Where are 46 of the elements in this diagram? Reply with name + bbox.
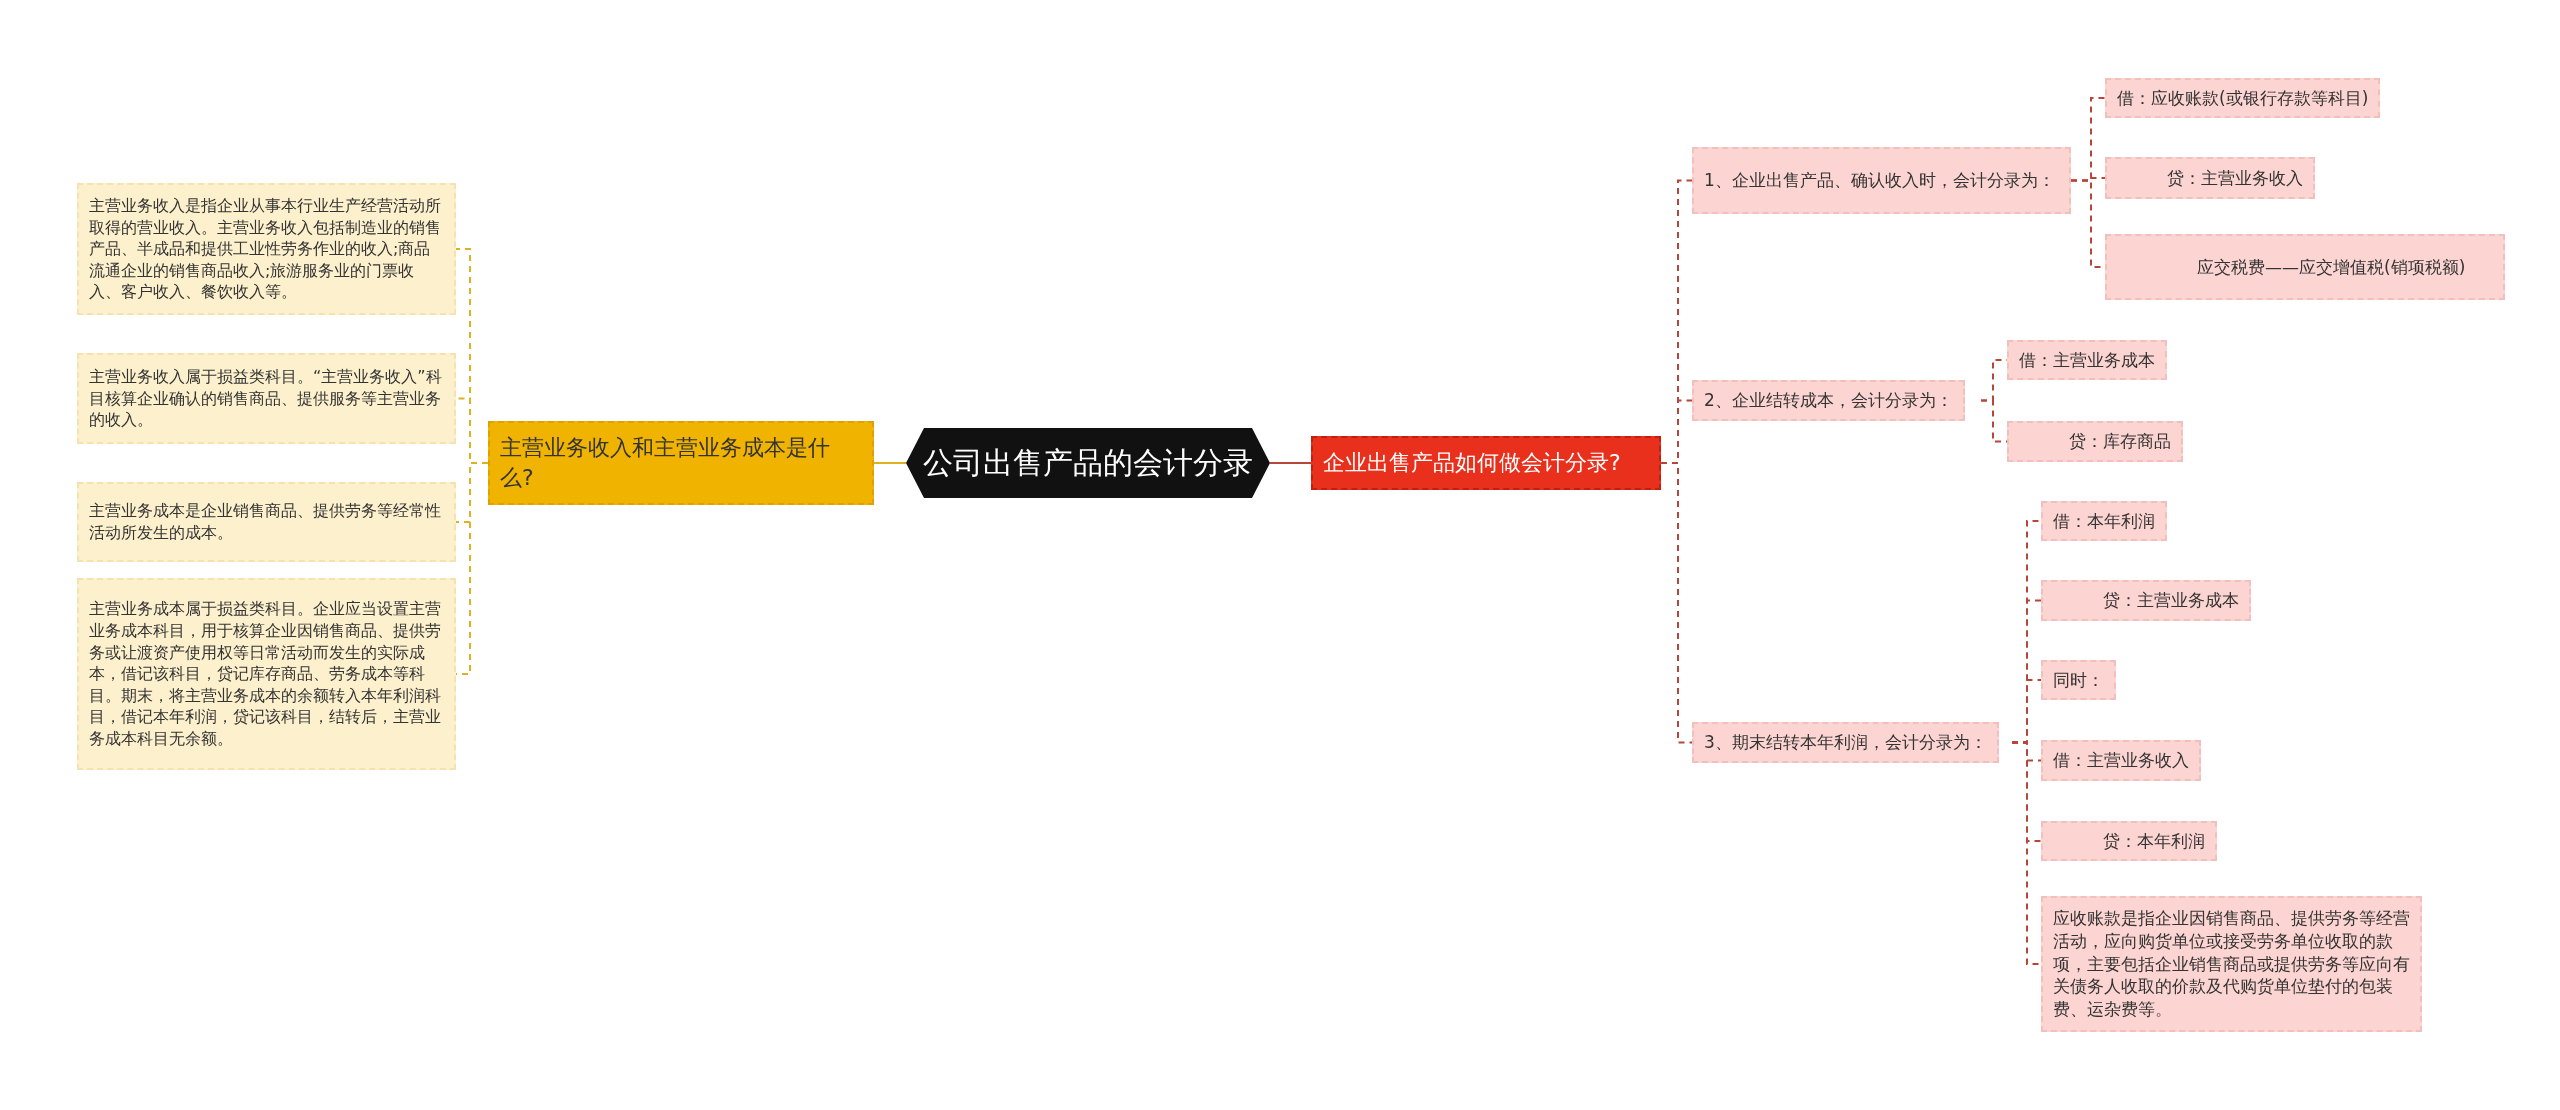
- topic-text: 主营业务成本是企业销售商品、提供劳务等经常性活动所发生的成本。: [89, 500, 442, 544]
- entry-box: [2041, 501, 2167, 541]
- entry-box: [1692, 722, 1999, 763]
- topic-text: 应交税费——应交增值税(销项税额): [2197, 255, 2466, 279]
- topic-box: [1311, 436, 1661, 490]
- note-box: [77, 353, 456, 444]
- entry-box: [2007, 421, 2183, 462]
- topic-box: [488, 421, 874, 505]
- topic-text: 主营业务收入是指企业从事本行业生产经营活动所取得的营业收入。主营业务收入包括制造业的销售产品、半成品和提供工业性劳务作业的收入;商品流通企业的销售商品收入;旅游服务业的门票收入、客户收入、餐饮收入等。: [89, 195, 442, 303]
- topic-text: 贷：库存商品: [2069, 430, 2171, 453]
- topic-text: 借：主营业务收入: [2053, 749, 2189, 772]
- entry-box: [2105, 157, 2315, 199]
- entry-box: [1692, 147, 2071, 214]
- central-topic-hexagon: [906, 428, 1270, 498]
- entry-box: [2041, 740, 2201, 781]
- entry-box: [2041, 660, 2116, 700]
- topic-text: 贷：主营业务收入: [2167, 166, 2303, 190]
- entry-box: [2105, 234, 2505, 300]
- title-text: 公司出售产品的会计分录: [923, 443, 1253, 482]
- topic-text: 3、期末结转本年利润，会计分录为：: [1704, 731, 1987, 754]
- note-box: [77, 183, 456, 315]
- note-box: [77, 482, 456, 562]
- topic-text: 借：应收账款(或银行存款等科目): [2117, 86, 2369, 110]
- topic-text: 应收账款是指企业因销售商品、提供劳务等经营活动，应向购货单位或接受劳务单位收取的款项，主要包括企业销售商品或提供劳务等应向有关债务人收取的价款及代购货单位垫付的包装费、运杂费等。: [2053, 906, 2410, 1022]
- topic-text: 贷：主营业务成本: [2103, 589, 2239, 612]
- topic-text: 贷：本年利润: [2103, 829, 2205, 853]
- topic-text: 主营业务收入属于损益类科目。“主营业务收入”科目核算企业确认的销售商品、提供服务等主营业务的收入。: [89, 366, 443, 431]
- topic-text: 2、企业结转成本，会计分录为：: [1704, 389, 1953, 412]
- topic-text: 同时：: [2053, 668, 2104, 692]
- connector-line: [1660, 462, 1693, 744]
- entry-box: [2041, 896, 2422, 1032]
- topic-text: 主营业务收入和主营业务成本是什么?: [500, 434, 831, 492]
- entry-box: [2007, 340, 2167, 380]
- note-box: [77, 578, 456, 770]
- topic-text: 借：主营业务成本: [2019, 348, 2155, 372]
- entry-box: [2041, 580, 2251, 621]
- entry-box: [2041, 821, 2217, 861]
- connector-line: [2011, 741, 2042, 965]
- topic-text: 1、企业出售产品、确认收入时，会计分录为：: [1704, 169, 2055, 192]
- connector-line: [873, 462, 907, 464]
- connector-line: [1269, 462, 1312, 464]
- entry-box: [2105, 78, 2381, 118]
- entry-box: [1692, 380, 1965, 421]
- topic-text: 企业出售产品如何做会计分录?: [1323, 449, 1621, 478]
- topic-text: 借：本年利润: [2053, 509, 2155, 533]
- topic-text: 主营业务成本属于损益类科目。企业应当设置主营业务成本科目，用于核算企业因销售商品、提供劳务或让渡资产使用权等日常活动而发生的实际成本，借记该科目，贷记库存商品、劳务成本等科目。期末，将主营业务成本的余额转入本年利润科目，借记本年利润，贷记该科目，结转后，主营业务成本科目无余额。: [89, 598, 442, 750]
